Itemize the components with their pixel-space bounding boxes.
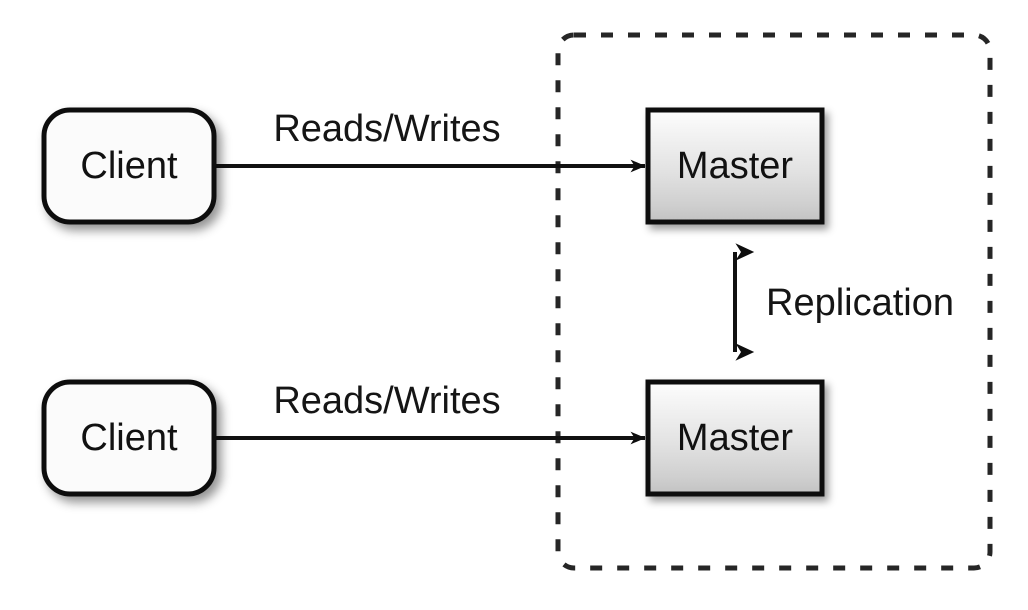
node-master-top[interactable]: Master xyxy=(645,107,825,225)
client-bottom-box[interactable] xyxy=(41,379,217,497)
cluster-boundary-outline xyxy=(555,32,993,571)
edge-label-reads-writes-top: Reads/Writes xyxy=(273,108,500,150)
client-top-label: Client xyxy=(80,145,178,187)
client-bottom-label: Client xyxy=(80,417,178,459)
database-cluster-boundary xyxy=(555,32,993,571)
master-top-box[interactable] xyxy=(645,107,825,225)
node-master-bottom[interactable]: Master xyxy=(645,379,825,497)
master-bottom-label: Master xyxy=(677,417,793,459)
edge-label-reads-writes-bottom: Reads/Writes xyxy=(273,380,500,422)
client-top-box[interactable] xyxy=(41,107,217,225)
edge-label-replication: Replication xyxy=(766,282,954,324)
master-top-label: Master xyxy=(677,145,793,187)
node-client-top[interactable]: Client xyxy=(41,107,217,225)
master-bottom-box[interactable] xyxy=(645,379,825,497)
node-client-bottom[interactable]: Client xyxy=(41,379,217,497)
